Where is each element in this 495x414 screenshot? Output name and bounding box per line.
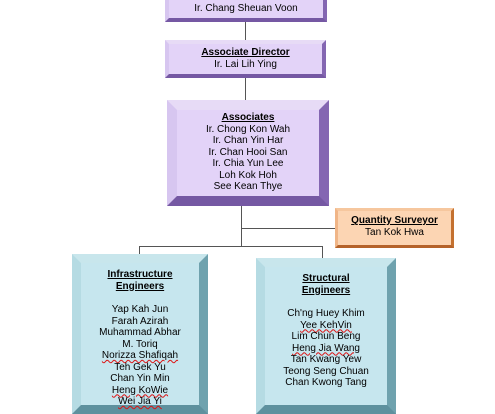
managing-director-box: Ir. Chang Sheuan Voon [165,0,327,22]
structural-engineer-name: Heng Jia Wang [292,342,360,354]
infrastructure-engineer-name: Yap Kah Jun [111,304,169,315]
structural-engineer-name: Chan Kwong Tang [285,377,367,388]
associate-director-name: Ir. Lai Lih Ying [214,58,277,70]
structural-engineer-name: Tan Kwang Yew [290,354,362,365]
associate-name: Ir. Chong Kon Wah [205,123,291,135]
infrastructure-engineer-name: Norizza Shafiqah [101,350,179,361]
structural-engineer-name: Teong Seng Chuan [283,365,369,377]
quantity-surveyor-name: Tan Kok Hwa [365,226,424,238]
associates-box: Associates Ir. Chong Kon Wah Ir. Chan Yi… [167,100,329,206]
connector-to-infrastructure [139,246,140,254]
associates-title: Associates [221,112,275,123]
infrastructure-engineer-name: Muhammad Abhar [99,327,181,338]
connector-top-to-director [245,22,246,40]
infrastructure-engineer-name: Teh Gek Yu [114,361,166,373]
associate-name: See Kean Thye [213,181,283,192]
connector-associates-trunk [241,206,242,246]
connector-to-structural [322,246,323,258]
structural-title-line1: Structural [302,273,350,284]
quantity-surveyor-box: Quantity Surveyor Tan Kok Hwa [335,208,454,248]
structural-engineers-box: Structural Engineers Ch'ng Huey Khim Yee… [256,258,396,414]
associate-name: Ir. Chan Hooi San [208,146,288,158]
infrastructure-engineers-box: Infrastructure Engineers Yap Kah Jun Far… [72,254,208,414]
managing-director-name: Ir. Chang Sheuan Voon [194,3,298,14]
structural-engineer-name: Lim Chun Beng [291,331,361,342]
infrastructure-title-line1: Infrastructure [107,269,173,280]
connector-horizontal-branch [139,246,322,247]
structural-engineer-name: Yee KehVin [300,319,352,331]
connector-director-to-associates [245,78,246,100]
associate-name: Ir. Chia Yun Lee [212,158,284,169]
infrastructure-title-line2: Engineers [115,280,165,292]
quantity-surveyor-title: Quantity Surveyor [351,215,438,226]
connector-to-quantity-surveyor [241,228,335,229]
infrastructure-engineer-name: Wei Jia Yi [118,396,162,407]
associate-director-box: Associate Director Ir. Lai Lih Ying [165,40,326,78]
associate-name: Ir. Chan Yin Har [212,135,284,146]
associate-director-title: Associate Director [201,47,290,58]
infrastructure-engineer-name: Farah Azirah [111,315,169,327]
structural-title-line2: Engineers [301,284,351,296]
infrastructure-engineer-name: Heng KoWie [111,384,169,396]
associate-name: Loh Kok Hoh [219,169,277,181]
infrastructure-engineer-name: Chan Yin Min [110,373,170,384]
structural-engineer-name: Ch'ng Huey Khim [287,308,365,319]
infrastructure-engineer-name: M. Toriq [122,338,158,350]
